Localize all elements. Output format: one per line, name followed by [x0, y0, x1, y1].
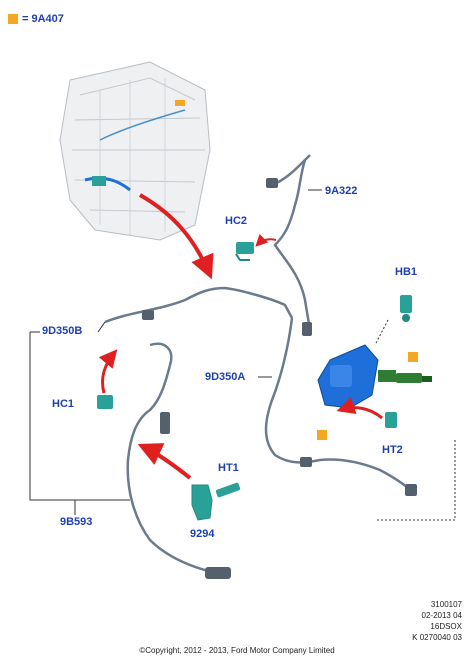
footer-ref-4: K 0270040 03 [412, 633, 462, 642]
bracket-9294-icon [191, 484, 213, 521]
clip-hc1-icon [97, 395, 113, 409]
hose-9b593 [126, 342, 231, 579]
marker-9a407-left-icon [317, 430, 327, 440]
hose-9d350b [104, 286, 294, 324]
legend-label: = 9A407 [22, 13, 64, 25]
callout-9b593: 9B593 [60, 516, 93, 528]
callout-ht2: HT2 [382, 444, 403, 456]
footer-ref-3: 16DSOX [430, 622, 462, 631]
hose-9d350a [264, 317, 417, 496]
callout-hb1: HB1 [395, 266, 418, 278]
callout-9294: 9294 [190, 528, 215, 540]
callout-ht1: HT1 [218, 462, 239, 474]
marker-9a407-right-icon [408, 352, 418, 362]
copyright-text: ©Copyright, 2012 - 2013, Ford Motor Comp… [139, 646, 335, 655]
hose-9a322 [266, 154, 312, 336]
clip-ht2-icon [385, 412, 397, 428]
footer-ref-2: 02-2013 04 [421, 611, 462, 620]
purge-valve-icon [317, 344, 432, 409]
clip-hc2-icon [235, 242, 254, 261]
9294-arrow-icon [137, 443, 192, 480]
clip-hb1-icon [400, 295, 412, 322]
location-arrow-icon [139, 193, 214, 280]
clip-ht1-icon [215, 482, 241, 498]
bracket-9b593 [29, 332, 100, 501]
callout-hc1: HC1 [52, 398, 75, 410]
callout-hc2: HC2 [225, 215, 248, 227]
ht2-arrow-icon [336, 396, 383, 420]
footer-ref-1: 3100107 [430, 600, 462, 609]
legend-marker-icon [8, 14, 18, 24]
hc1-arrow-icon [98, 349, 118, 394]
engine-illustration-icon [59, 61, 211, 241]
hc2-arrow-icon [255, 233, 277, 247]
callout-9d350b: 9D350B [42, 325, 83, 337]
callout-9d350a: 9D350A [205, 371, 246, 383]
callout-9a322: 9A322 [325, 185, 358, 197]
